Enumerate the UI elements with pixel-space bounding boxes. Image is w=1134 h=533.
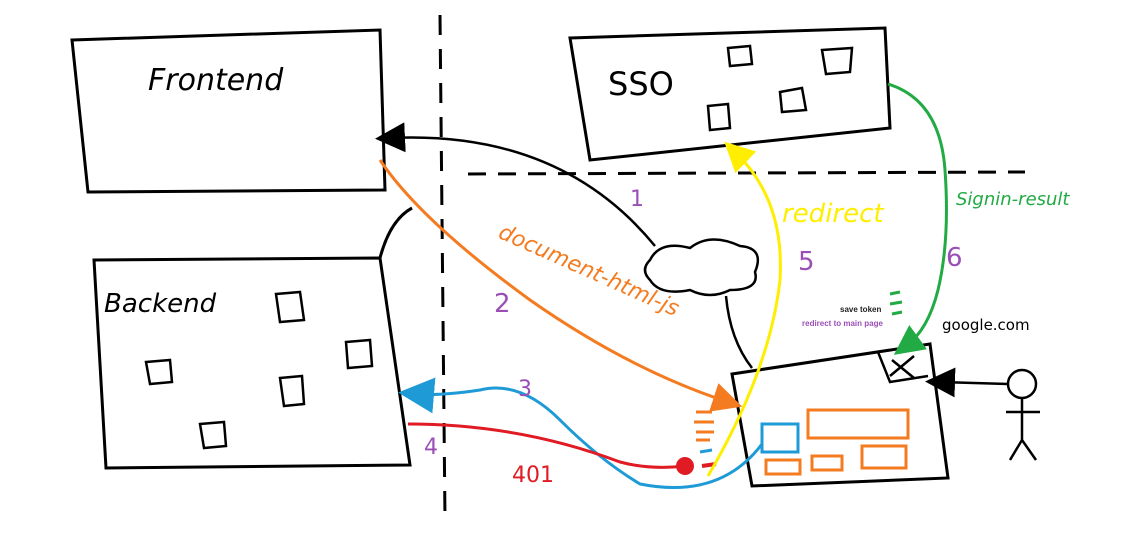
sso-service-shape [820, 46, 854, 76]
sso-label: SSO [608, 65, 674, 103]
step-number: 6 [946, 243, 963, 273]
step-number: 4 [424, 435, 438, 460]
svg-text:document-html-js: document-html-js [495, 220, 683, 322]
document-html-js-label: document-html-js [495, 220, 683, 322]
browser-window [730, 342, 950, 488]
redirect-label: redirect [782, 199, 884, 229]
cloud-to-frontend-arrow [375, 122, 656, 247]
frontend-box: Frontend [70, 28, 387, 194]
signin-result-label: Signin-result [956, 189, 1070, 210]
user-figure [1006, 368, 1040, 461]
save-token-label: save token [840, 305, 881, 314]
step-number: 2 [494, 289, 511, 319]
step-number: 3 [518, 377, 532, 402]
sso-box: SSO [568, 26, 892, 162]
google-com-label: google.com [942, 316, 1030, 334]
sso-service-shape [706, 102, 732, 132]
green-signin-arrow [887, 82, 948, 355]
cloud-icon [643, 238, 760, 297]
blue-dash-mark [699, 448, 713, 454]
yellow-redirect-arrow [706, 141, 782, 477]
backend-label: Backend [104, 289, 217, 319]
backend-service-shape [278, 374, 306, 408]
sso-service-shape [726, 44, 754, 68]
google-pointer-arrow [925, 367, 1009, 398]
green-tick-marks [889, 290, 903, 316]
page-block [860, 444, 908, 470]
step-number: 5 [798, 247, 815, 277]
step-number: 1 [630, 187, 644, 212]
backend-service-shape [144, 358, 174, 386]
page-block [810, 454, 844, 472]
red-401-arrow [407, 422, 694, 475]
horizontal-divider [467, 170, 1026, 176]
backend-service-shape [274, 290, 306, 324]
orange-dash-marks [694, 410, 714, 442]
redirect-main-label: redirect to main page [802, 319, 883, 328]
close-icon [889, 355, 915, 379]
page-block [764, 458, 802, 476]
orange-document-arrow [378, 159, 743, 412]
frontend-label: Frontend [148, 63, 284, 98]
vertical-divider [438, 14, 447, 521]
backend-service-shape [344, 338, 374, 370]
backend-service-shape [198, 420, 228, 450]
sso-service-shape [778, 86, 808, 114]
cloud-to-browser-line [724, 295, 753, 369]
page-block [806, 408, 910, 440]
backend-box: Backend [92, 206, 413, 470]
code-401-label: 401 [512, 463, 554, 488]
login-button [760, 422, 800, 454]
blue-request-arrow [398, 377, 764, 489]
